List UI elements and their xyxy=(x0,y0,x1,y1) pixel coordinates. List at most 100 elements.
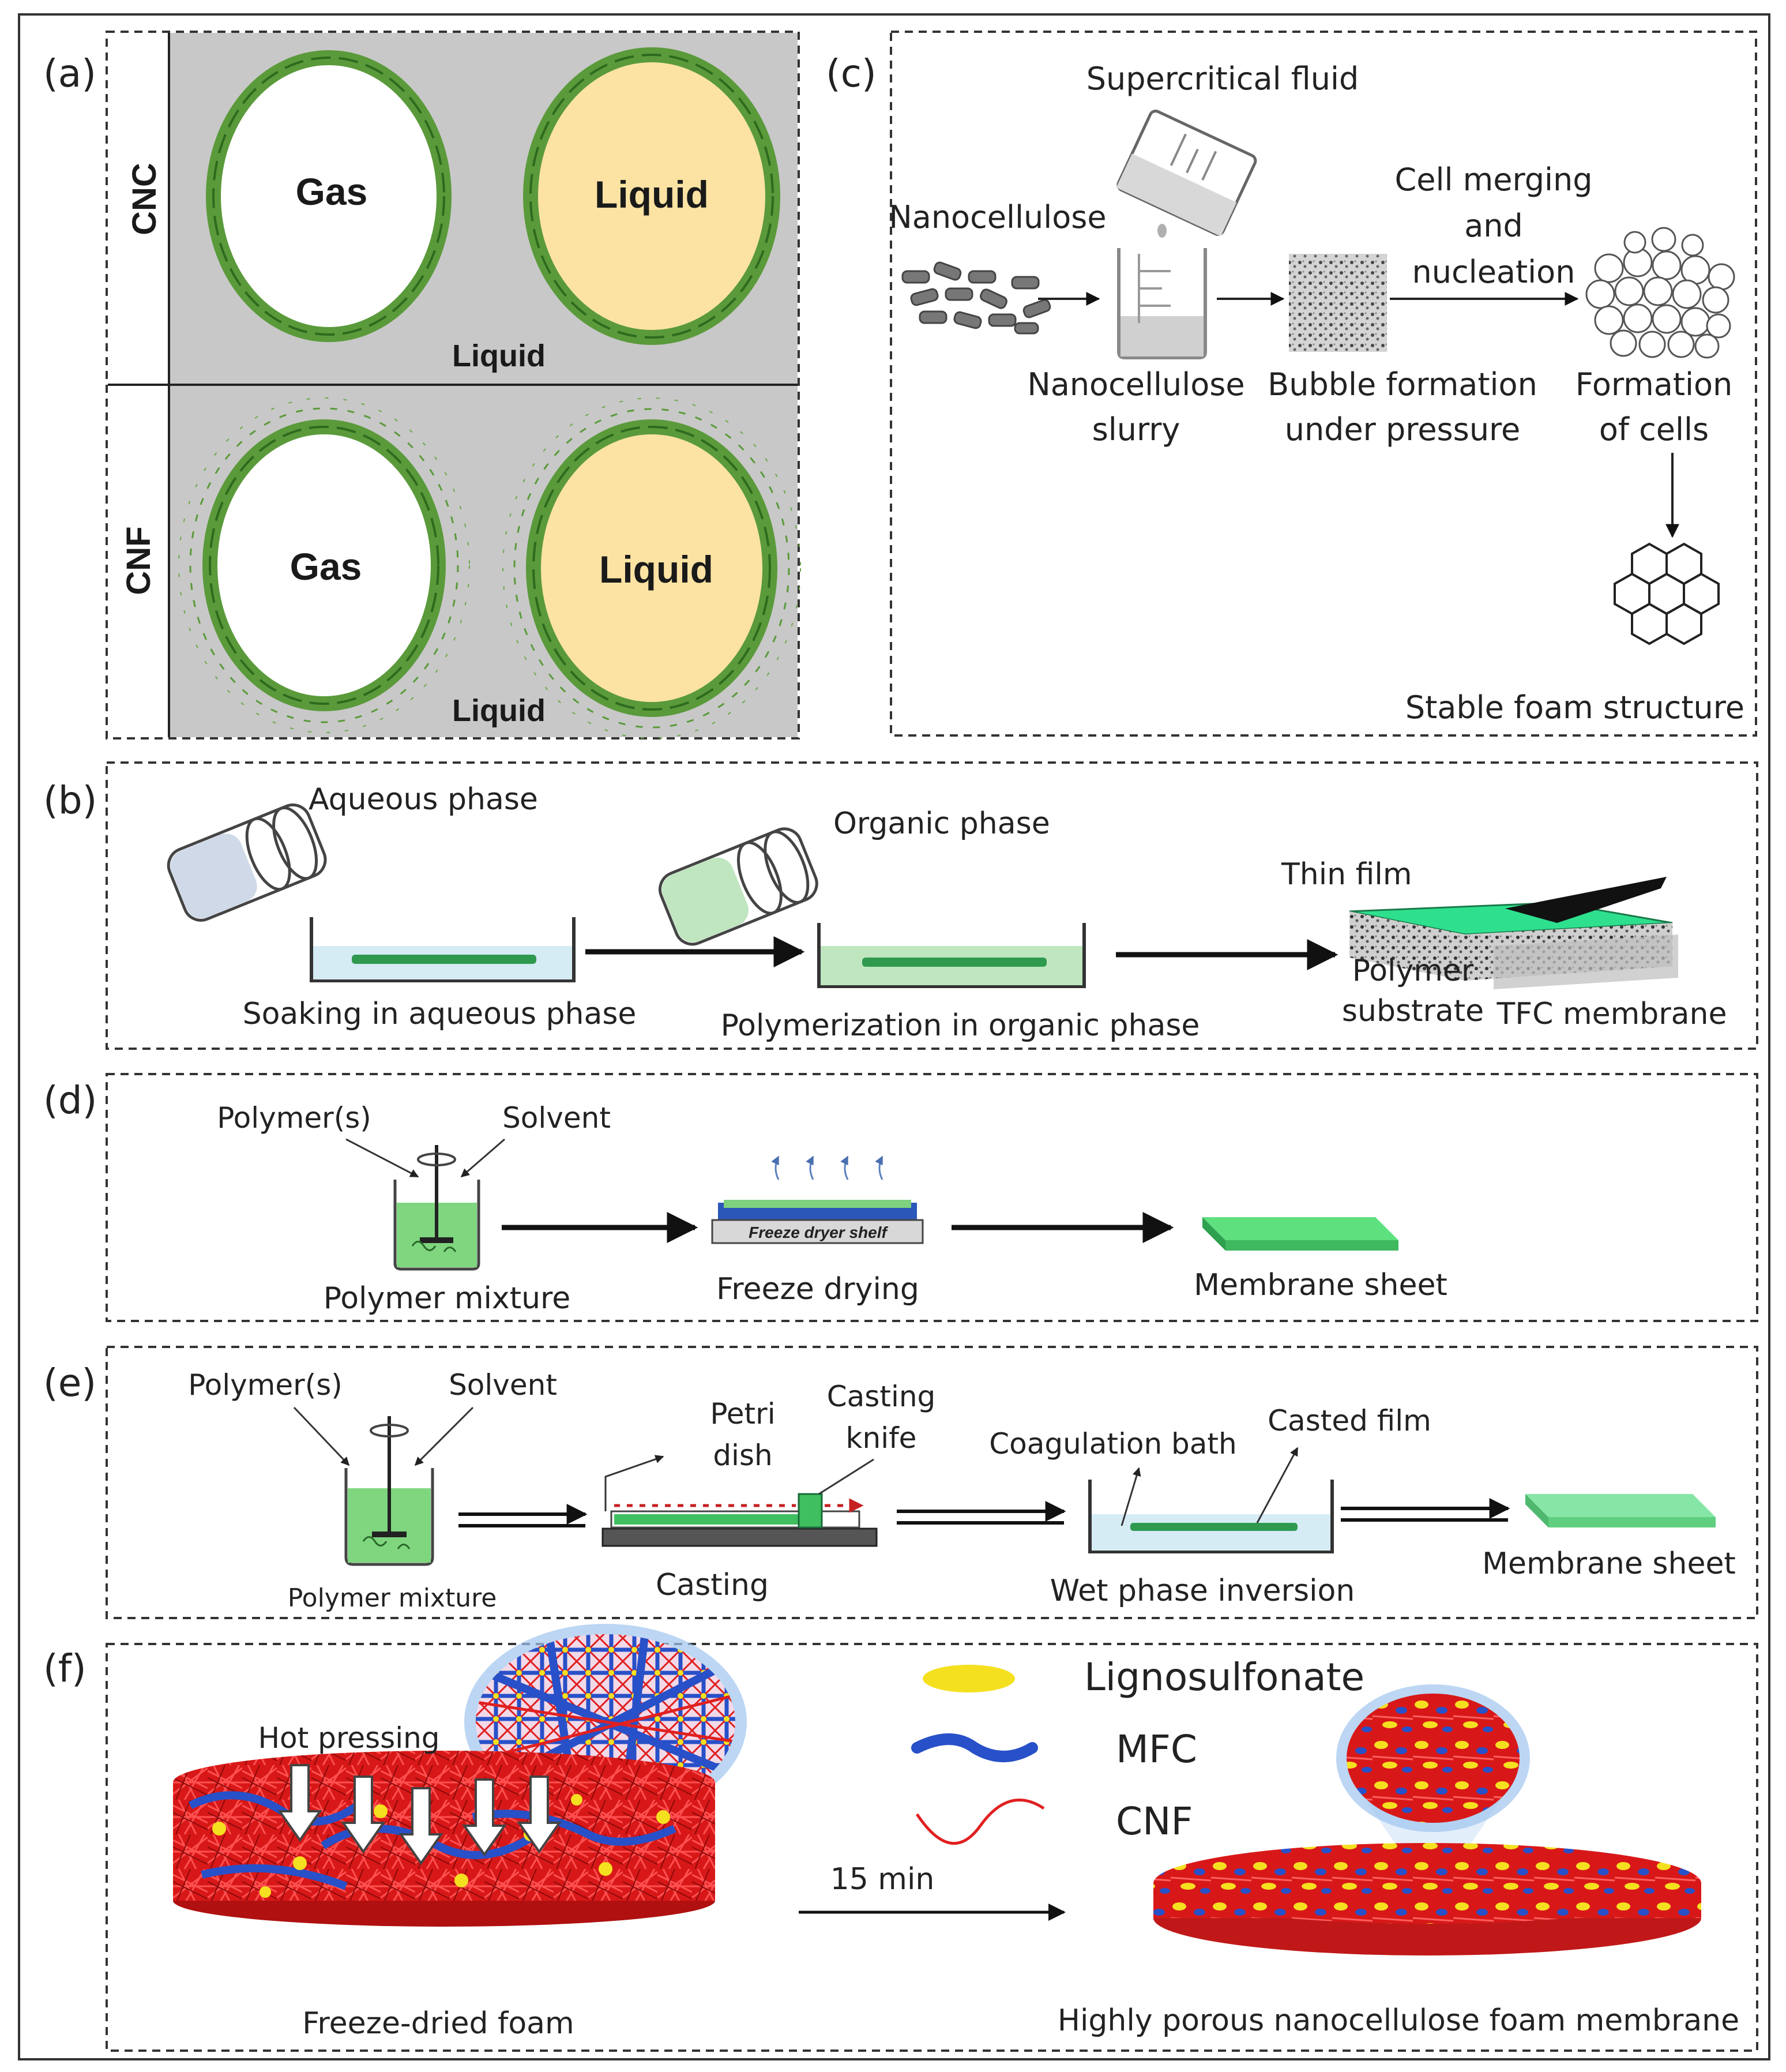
drop-icon xyxy=(1157,224,1167,238)
legend-cnf-swatch xyxy=(915,1799,1045,1845)
pouring-beaker-icon xyxy=(1116,110,1257,237)
knife-line-1: Casting xyxy=(827,1380,936,1413)
cnf-liquid-drop-label: Liquid xyxy=(599,548,713,591)
legend-mfc-label: MFC xyxy=(1116,1727,1197,1771)
e-membrane-sheet-icon xyxy=(1525,1494,1716,1527)
aqueous-tube-icon xyxy=(167,803,327,922)
d-polymer-mixture-label: Polymer mixture xyxy=(324,1281,571,1316)
organic-tray-icon xyxy=(817,923,1086,988)
row-label-cnc: CNC xyxy=(126,163,163,235)
merge-line-3: nucleation xyxy=(1412,254,1576,290)
slurry-line-1: Nanocellulose xyxy=(1027,366,1244,403)
cnf-gas-bubble xyxy=(178,397,470,733)
supercritical-fluid-label: Supercritical fluid xyxy=(1086,61,1359,97)
time-label: 15 min xyxy=(830,1862,935,1897)
nanocellulose-label: Nanocellulose xyxy=(889,199,1106,235)
freeze-dryer-shelf-label: Freeze dryer shelf xyxy=(749,1223,888,1241)
cnc-gas-label: Gas xyxy=(296,170,368,213)
hot-pressing-arrows xyxy=(277,1764,562,1865)
knife-line-2: knife xyxy=(846,1421,917,1455)
e-polymers-label: Polymer(s) xyxy=(188,1368,343,1402)
merge-line-1: Cell merging xyxy=(1395,162,1593,198)
panel-d-tag: (d) xyxy=(43,1078,97,1123)
e-solvent-arrow xyxy=(414,1406,474,1466)
porous-membrane-disk xyxy=(1153,1843,1701,1955)
petri-line-2: dish xyxy=(713,1439,772,1472)
cells-icon xyxy=(1585,227,1735,359)
porous-membrane-label: Highly porous nanocellulose foam membran… xyxy=(1058,2003,1739,2038)
cnf-medium-label: Liquid xyxy=(452,693,546,728)
row-label-cnf: CNF xyxy=(120,526,157,595)
freeze-dryer-icon: Freeze dryer shelf xyxy=(711,1155,924,1244)
bubble-line-2: under pressure xyxy=(1285,411,1521,448)
panel-c: (c) Supercritical fluid Nanocellulose xyxy=(826,31,1757,737)
cnc-liquid-drop-label: Liquid xyxy=(595,173,709,216)
wet-phase-inversion-label: Wet phase inversion xyxy=(1050,1574,1355,1608)
panel-e-tag: (e) xyxy=(43,1361,96,1405)
legend: Lignosulfonate MFC CNF xyxy=(911,1655,1364,1845)
legend-lignosulfonate-label: Lignosulfonate xyxy=(1084,1655,1364,1699)
panel-e-frame xyxy=(106,1346,1758,1619)
casting-setup-icon xyxy=(601,1455,878,1547)
panel-a: (a) CNC CNF Gas Liquid Liquid Gas xyxy=(43,31,801,740)
panel-d: (d) Polymer(s) Solvent Polymer mixture F… xyxy=(43,1073,1758,1322)
merge-line-2: and xyxy=(1464,208,1523,244)
d-polymer-arrow xyxy=(345,1138,419,1178)
slurry-line-2: slurry xyxy=(1092,411,1180,448)
freeze-dried-foam-disk xyxy=(173,1751,715,1927)
cnf-gas-label: Gas xyxy=(290,545,362,588)
porous-membrane-zoom xyxy=(1336,1684,1530,1869)
hot-pressing-label: Hot pressing xyxy=(258,1721,439,1755)
coagulation-bath-label: Coagulation bath xyxy=(989,1427,1236,1461)
panel-c-tag: (c) xyxy=(826,51,877,96)
aqueous-tray-icon xyxy=(310,917,576,982)
legend-mfc-swatch xyxy=(911,1733,1038,1762)
freeze-dried-foam-label: Freeze-dried foam xyxy=(302,2006,574,2041)
coagulation-bath-icon xyxy=(1088,1447,1334,1553)
cnc-gas-bubble xyxy=(206,50,452,342)
freeze-drying-label: Freeze drying xyxy=(716,1272,919,1307)
d-polymers-label: Polymer(s) xyxy=(217,1101,371,1135)
e-mixing-beaker-icon xyxy=(344,1416,434,1566)
panel-a-frame xyxy=(106,31,800,740)
panel-b-frame xyxy=(106,761,1758,1050)
cnc-liquid-drop xyxy=(523,47,780,345)
panel-f: (f) Hot pressing xyxy=(43,1624,1758,2052)
cnc-medium-label: Liquid xyxy=(452,339,546,373)
d-membrane-sheet-label: Membrane sheet xyxy=(1194,1268,1447,1302)
substrate-label: substrate xyxy=(1342,994,1484,1029)
tfc-membrane-icon xyxy=(1349,877,1678,989)
stable-foam-label: Stable foam structure xyxy=(1405,689,1744,726)
panel-b: (b) Aqueous phase Soaking in aqueous pha… xyxy=(43,761,1758,1050)
panel-d-frame xyxy=(106,1073,1758,1322)
polymer-label: Polymer xyxy=(1352,954,1474,988)
d-solvent-label: Solvent xyxy=(502,1101,611,1135)
outer-border xyxy=(18,13,1770,2060)
polymerization-label: Polymerization in organic phase xyxy=(721,1008,1200,1043)
honeycomb-icon xyxy=(1614,542,1720,645)
slurry-beaker-icon xyxy=(1117,248,1207,359)
panel-c-frame xyxy=(890,31,1757,737)
cnf-liquid-drop xyxy=(502,397,801,739)
panel-e: (e) Polymer(s) Solvent Polymer mixture P… xyxy=(43,1346,1758,1619)
e-polymer-arrow xyxy=(293,1406,350,1466)
e-polymer-mixture-label: Polymer mixture xyxy=(288,1583,497,1613)
organic-tube-icon xyxy=(659,827,818,946)
casting-label: Casting xyxy=(656,1568,769,1602)
d-mixing-beaker-icon xyxy=(393,1145,480,1271)
cells-line-1: Formation xyxy=(1576,366,1733,403)
panel-b-tag: (b) xyxy=(43,778,97,823)
e-membrane-sheet-label: Membrane sheet xyxy=(1482,1547,1736,1581)
panel-f-frame xyxy=(106,1643,1758,2052)
petri-line-1: Petri xyxy=(710,1397,775,1431)
aqueous-phase-label: Aqueous phase xyxy=(309,782,538,817)
panel-f-tag: (f) xyxy=(43,1646,87,1691)
bubble-grid-icon xyxy=(1289,254,1387,352)
tfc-membrane-label: TFC membrane xyxy=(1496,997,1727,1031)
e-solvent-label: Solvent xyxy=(449,1368,557,1402)
legend-cnf-label: CNF xyxy=(1116,1799,1193,1844)
legend-lignosulfonate-swatch xyxy=(923,1665,1015,1692)
cells-line-2: of cells xyxy=(1599,411,1709,448)
casted-film-label: Casted film xyxy=(1268,1404,1431,1437)
